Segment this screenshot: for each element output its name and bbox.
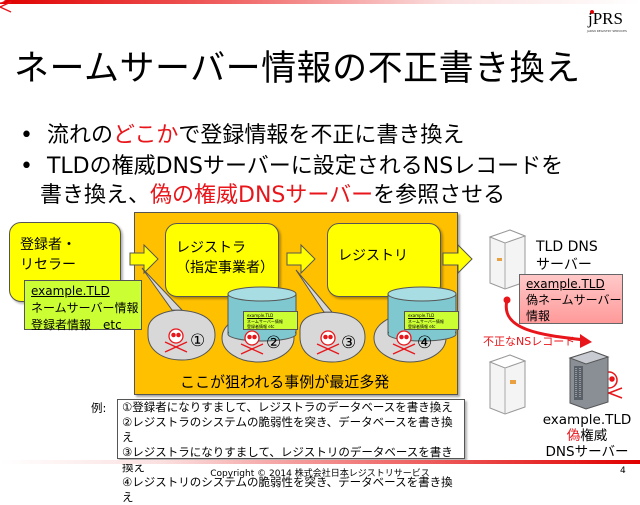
tld-server-line-2: サーバー	[536, 257, 592, 273]
bullet-2: • TLDの権威DNSサーバーに設定されるNSレコードを	[20, 148, 563, 180]
bullet-dot: •	[20, 154, 47, 179]
note-domain: example.TLD	[31, 284, 110, 298]
fake-server-line-1: example.TLD	[542, 412, 632, 428]
fake-ns-info-note: example.TLD 偽ネームサーバー 情報	[519, 274, 623, 324]
fake-server-highlight: 偽	[566, 428, 581, 444]
example-item-2: ②レジストラのシステムの脆弱性を突き、データベースを書き換え	[122, 415, 453, 444]
attack-point-3: ③	[341, 333, 357, 353]
bad-ns-arrow	[503, 296, 592, 348]
registry-label: レジストリ	[338, 248, 408, 264]
fake-note-domain: example.TLD	[526, 277, 605, 291]
attack-point-4: ④	[417, 333, 433, 353]
page-title: ネームサーバー情報の不正書き換え	[14, 49, 581, 89]
tld-server-line-1: TLD DNS	[536, 239, 598, 255]
fake-server-line-3: DNSサーバー	[545, 444, 629, 460]
fake-note-line-1: 偽ネームサーバー	[526, 293, 622, 307]
top-accent-bar	[0, 0, 640, 4]
registrant-info-note: example.TLD ネームサーバー情報 登録者情報 etc	[24, 280, 142, 332]
skull-icon	[0, 0, 12, 13]
registry-box: レジストリ	[327, 223, 441, 297]
attack-point-2: ②	[266, 333, 282, 353]
registrant-label-2: リセラー	[20, 257, 76, 273]
bullet-1-highlight: どこか	[112, 123, 179, 148]
registrar-label-1: レジストラ	[176, 240, 246, 256]
skull-icon-1	[164, 328, 188, 353]
server-icon	[488, 354, 527, 415]
bullet-1: • 流れのどこかで登録情報を不正に書き換え	[20, 117, 464, 149]
skull-icon-2	[240, 330, 264, 355]
fake-dns-server-icon	[568, 350, 610, 410]
arrow-registry-to-tld	[442, 243, 473, 275]
registrar-database-icon	[227, 286, 297, 342]
bullet-2-text-a: 書き換え、	[40, 183, 151, 208]
bad-ns-record-label: 不正なNSレコード	[483, 335, 576, 348]
registrant-label-1: 登録者・	[20, 237, 76, 253]
page-number: 4	[620, 466, 626, 476]
copyright: Copyright © 2014 株式会社日本レジストリサービス	[210, 469, 430, 479]
db-note-line-1: ネームサーバー情報	[247, 318, 283, 324]
logo-subtext: JAPAN REGISTRY SERVICES	[587, 29, 627, 33]
bullet-2-text-b: を参照させる	[373, 183, 506, 208]
bullet-2-line-2: 書き換え、偽の権威DNSサーバーを参照させる	[40, 177, 505, 209]
registrar-box: レジストラ （指定事業者）	[165, 223, 279, 297]
logo-text: jPRS	[588, 9, 623, 28]
skull-layer	[164, 229, 623, 415]
attack-zone-caption: ここが狙われる事例が最近多発	[180, 373, 390, 391]
example-item-4: ④レジストリのシステムの脆弱性を突き、データベースを書き換え	[122, 475, 453, 504]
fake-server-line-2: 権威	[580, 428, 608, 444]
examples-label: 例:	[91, 401, 107, 415]
tld-dns-server-label: TLD DNS サーバー	[536, 238, 598, 274]
registrar-db-note: example.TLD ネームサーバー情報 登録者情報 etc	[243, 311, 298, 330]
registry-db-note: example.TLD ネームサーバー情報 登録者情報 etc	[404, 311, 459, 330]
note-line-1: ネームサーバー情報	[31, 301, 139, 315]
arrow-registrar-to-registry	[286, 243, 316, 275]
bullet-2-highlight: 偽の権威DNSサーバー	[150, 183, 374, 208]
jprs-logo: jPRS JAPAN REGISTRY SERVICES	[585, 9, 635, 39]
note-line-2: 登録者情報 etc	[31, 318, 122, 332]
skull-icon-3	[316, 330, 340, 355]
db-note-line-2: 登録者情報 etc	[408, 324, 436, 329]
attack-bubble-1	[141, 267, 216, 361]
bullet-1-text-a: 流れの	[46, 123, 113, 148]
example-item-1: ①登録者になりすまして、レジストラのデータベースを書き換え	[122, 400, 453, 414]
db-note-domain: example.TLD	[408, 313, 435, 318]
bullet-1-text-b: で登録情報を不正に書き換え	[178, 123, 465, 148]
logo-dot	[590, 10, 594, 14]
fake-dns-server-label: example.TLD 偽権威 DNSサーバー	[533, 412, 640, 460]
attack-point-1: ①	[190, 331, 206, 351]
skull-icon-4	[392, 330, 416, 355]
bullet-2-line-1: TLDの権威DNSサーバーに設定されるNSレコードを	[46, 154, 564, 179]
db-note-line-2: 登録者情報 etc	[247, 324, 275, 329]
db-note-line-1: ネームサーバー情報	[408, 318, 444, 324]
arrow-registrant-to-registrar	[129, 243, 159, 275]
registrar-label-2: （指定事業者）	[176, 260, 274, 276]
attack-bubble-3	[295, 269, 366, 363]
bottom-accent-bar	[0, 460, 640, 464]
fake-note-line-2: 情報	[526, 309, 551, 323]
examples-list: ①登録者になりすまして、レジストラのデータベースを書き換え ②レジストラのシステ…	[117, 399, 465, 504]
bullet-dot: •	[20, 123, 47, 148]
db-note-domain: example.TLD	[247, 313, 274, 318]
